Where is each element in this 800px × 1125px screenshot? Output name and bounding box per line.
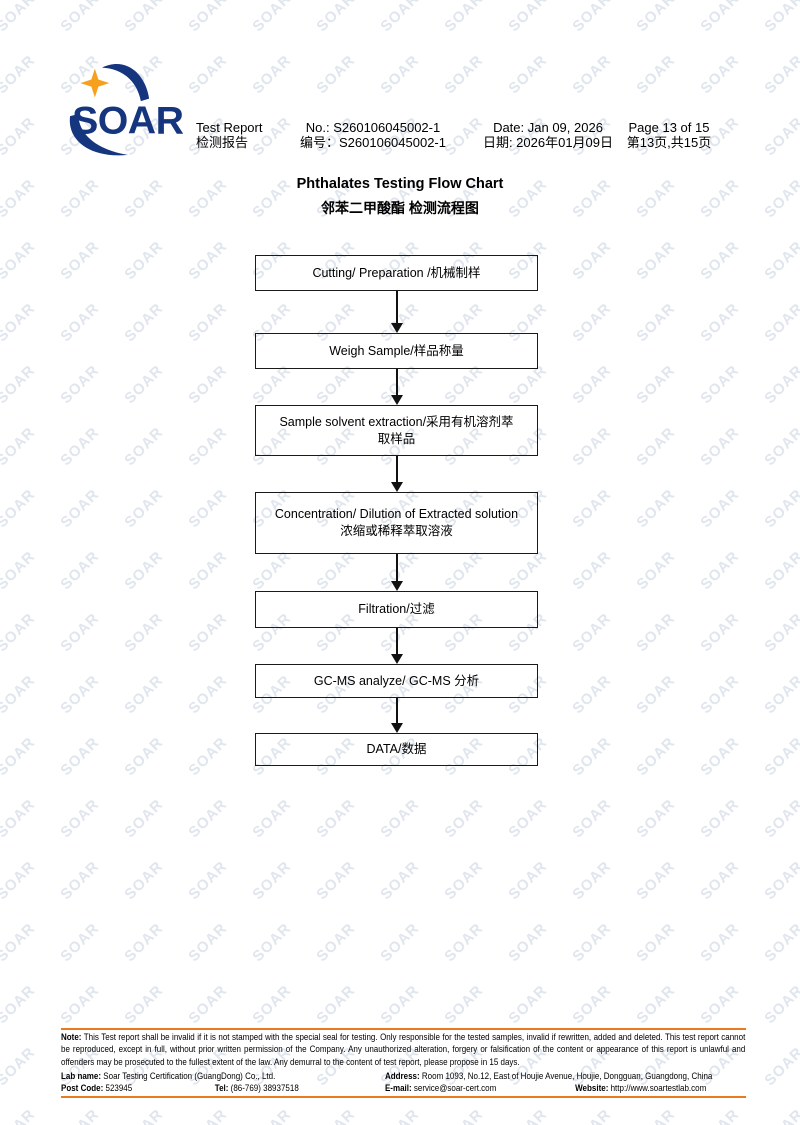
arrow-shaft xyxy=(395,698,398,723)
flow-arrow xyxy=(390,554,403,591)
email-value: service@soar-cert.com xyxy=(413,1083,497,1093)
arrow-head-icon xyxy=(390,323,403,333)
address: Address: Room 1093, No.12, East of Houji… xyxy=(385,1070,712,1082)
arrow-head-icon xyxy=(390,395,403,405)
post-code: Post Code: 523945 xyxy=(61,1082,132,1094)
flow-step-gcms: GC-MS analyze/ GC-MS 分析 xyxy=(255,664,538,698)
flow-step-weigh: Weigh Sample/样品称量 xyxy=(255,333,538,369)
note-label: Note: xyxy=(61,1032,82,1042)
arrow-shaft xyxy=(395,554,398,581)
flow-step-extraction: Sample solvent extraction/采用有机溶剂萃 取样品 xyxy=(255,405,538,456)
logo-swoosh-top xyxy=(102,64,150,102)
header-page-number: Page 13 of 15 第13页,共15页 xyxy=(623,120,715,150)
footer-note: Note: This Test report shall be invalid … xyxy=(61,1031,745,1068)
report-label-en: Test Report xyxy=(196,120,263,135)
footer-top-rule xyxy=(61,1028,746,1030)
flow-step-concentration: Concentration/ Dilution of Extracted sol… xyxy=(255,492,538,554)
logo-star-icon xyxy=(80,68,110,98)
email-label: E-mail: xyxy=(384,1083,412,1093)
flow-step-label: GC-MS analyze/ GC-MS 分析 xyxy=(313,673,480,688)
page-number-zh: 第13页,共15页 xyxy=(626,135,712,150)
arrow-shaft xyxy=(395,291,398,323)
flow-step-cutting: Cutting/ Preparation /机械制样 xyxy=(255,255,538,291)
arrow-head-icon xyxy=(390,654,403,664)
arrow-shaft xyxy=(395,628,398,654)
flow-arrow xyxy=(390,698,403,733)
arrow-head-icon xyxy=(390,723,403,733)
title-zh: 邻苯二甲酸酯 检测流程图 xyxy=(321,200,479,216)
website-value: http://www.soartestlab.com xyxy=(610,1083,707,1093)
document-title: Phthalates Testing Flow Chart 邻苯二甲酸酯 检测流… xyxy=(0,176,800,218)
flow-step-label: 浓缩或稀释萃取溶液 xyxy=(340,524,453,538)
report-no-en: No.: S260106045002-1 xyxy=(305,120,441,135)
header-report-number: No.: S260106045002-1 编号：S260106045002-1 xyxy=(290,120,456,150)
flow-arrow xyxy=(390,369,403,405)
report-no-zh: 编号：S260106045002-1 xyxy=(300,135,446,150)
flow-arrow xyxy=(390,291,403,333)
flow-step-label: 取样品 xyxy=(377,431,416,446)
note-text: This Test report shall be invalid if it … xyxy=(61,1032,746,1067)
flow-step-filtration: Filtration/过滤 xyxy=(255,591,538,628)
flow-step-label: Cutting/ Preparation /机械制样 xyxy=(312,265,481,280)
arrow-head-icon xyxy=(390,581,403,591)
flow-arrow xyxy=(390,628,403,664)
report-date-en: Date: Jan 09, 2026 xyxy=(493,120,603,135)
header-report-date: Date: Jan 09, 2026 日期: 2026年01月09日 xyxy=(478,120,618,150)
lab-name-label: Lab name: xyxy=(61,1071,102,1081)
email: E-mail: service@soar-cert.com xyxy=(385,1082,496,1094)
flow-step-label: Concentration/ Dilution of Extracted sol… xyxy=(274,507,519,521)
lab-name-value: Soar Testing Certification (GuangDong) C… xyxy=(103,1071,276,1081)
footer-bottom-rule xyxy=(61,1096,746,1098)
logo-swoosh-bottom xyxy=(69,114,128,156)
arrow-head-icon xyxy=(390,482,403,492)
report-date-zh: 日期: 2026年01月09日 xyxy=(482,135,614,150)
lab-name: Lab name: Soar Testing Certification (Gu… xyxy=(61,1070,275,1082)
flow-step-label: Weigh Sample/样品称量 xyxy=(329,343,464,358)
logo-wordmark: SOAR xyxy=(72,99,184,143)
header-report-label: Test Report 检测报告 xyxy=(196,120,262,150)
post-code-label: Post Code: xyxy=(61,1083,104,1093)
address-value: Room 1093, No.12, East of Houjie Avenue,… xyxy=(421,1071,713,1081)
flow-step-label: Sample solvent extraction/采用有机溶剂萃 xyxy=(279,414,514,429)
report-label-zh: 检测报告 xyxy=(196,135,249,150)
arrow-shaft xyxy=(395,369,398,395)
arrow-shaft xyxy=(395,456,398,482)
flow-arrow xyxy=(390,456,403,492)
flow-step-label: Filtration/过滤 xyxy=(358,602,435,616)
soar-logo: SOAR xyxy=(69,64,184,156)
title-en: Phthalates Testing Flow Chart xyxy=(296,176,504,192)
tel-value: (86-769) 38937518 xyxy=(230,1083,299,1093)
website: Website: http://www.soartestlab.com xyxy=(575,1082,706,1094)
flow-step-label: DATA/数据 xyxy=(366,742,427,756)
tel-label: Tel: xyxy=(214,1083,229,1093)
address-label: Address: xyxy=(384,1071,420,1081)
flow-step-data: DATA/数据 xyxy=(255,733,538,766)
telephone: Tel: (86-769) 38937518 xyxy=(215,1082,299,1094)
page-number-en: Page 13 of 15 xyxy=(628,120,710,135)
website-label: Website: xyxy=(575,1083,609,1093)
post-code-value: 523945 xyxy=(105,1083,133,1093)
